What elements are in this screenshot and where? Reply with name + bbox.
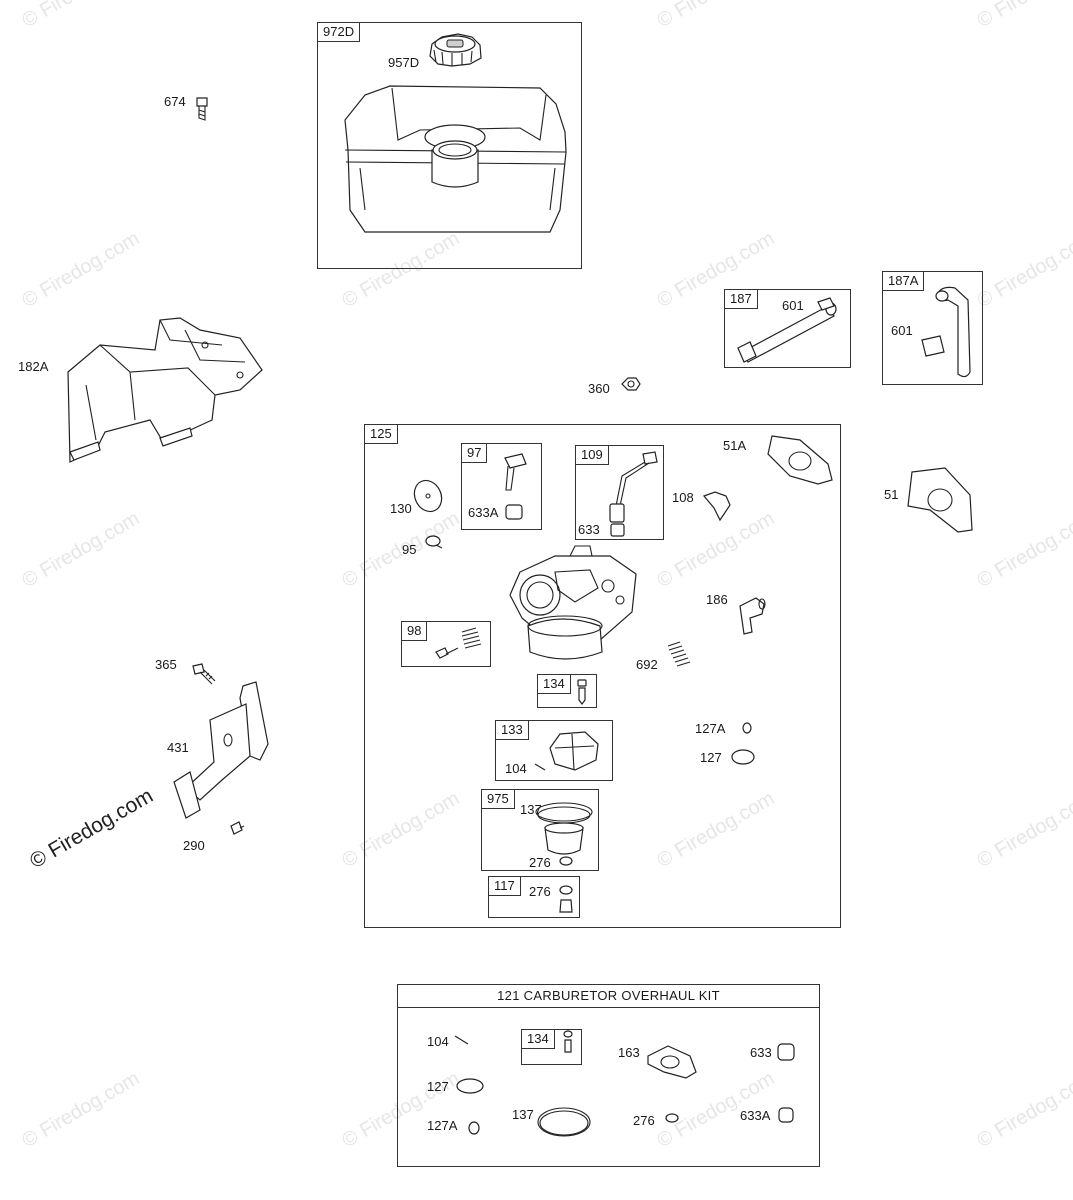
fuel-line-alt-drawing — [921, 286, 971, 378]
box-tag-125: 125 — [364, 424, 398, 444]
box-fuel-line: 187 — [724, 289, 851, 368]
box-133: 133 — [495, 720, 613, 781]
screw-95-drawing — [425, 535, 443, 549]
label-276-117: 276 — [529, 884, 551, 899]
fuel-tank-drawing — [344, 85, 567, 233]
box-tag-98: 98 — [401, 621, 428, 641]
box-tag-kit-134: 134 — [521, 1029, 555, 1049]
kit-title: 121 CARBURETOR OVERHAUL KIT — [398, 985, 819, 1008]
kit-633-drawing — [777, 1043, 795, 1061]
part-108-drawing — [702, 491, 731, 522]
kit-163-drawing — [647, 1045, 697, 1079]
box-tag-109: 109 — [575, 445, 609, 465]
kit-633A-drawing — [778, 1107, 794, 1123]
box-109: 109 — [575, 445, 664, 540]
box-kit-134: 134 — [521, 1029, 582, 1065]
label-130: 130 — [390, 501, 412, 516]
label-108: 108 — [672, 490, 694, 505]
label-51: 51 — [884, 487, 899, 502]
carburetor-body-drawing — [509, 545, 637, 660]
kit-134-drawing — [563, 1030, 573, 1053]
box-98: 98 — [401, 621, 491, 667]
kit-label-137: 137 — [512, 1107, 534, 1122]
fitting-186-drawing — [739, 597, 766, 635]
part-134-drawing — [577, 679, 587, 705]
screw-365-drawing — [192, 663, 216, 685]
box-carburetor: 125 — [364, 424, 841, 928]
kit-137-drawing — [537, 1107, 591, 1137]
spring-692-drawing — [667, 641, 691, 667]
box-tag-133: 133 — [495, 720, 529, 740]
label-182A: 182A — [18, 359, 49, 374]
kit-label-633: 633 — [750, 1045, 772, 1060]
label-601-187A: 601 — [891, 323, 913, 338]
box-fuel-line-alt: 187A — [882, 271, 983, 385]
gasket-51-drawing — [907, 467, 973, 533]
label-957D: 957D — [388, 55, 420, 70]
box-tag-972D: 972D — [317, 22, 361, 42]
label-104: 104 — [505, 761, 527, 776]
box-overhaul-kit: 121 CARBURETOR OVERHAUL KIT — [397, 984, 820, 1167]
label-633: 633 — [578, 522, 600, 537]
fuel-line-drawing — [737, 297, 837, 363]
kit-label-127: 127 — [427, 1079, 449, 1094]
intake-431-drawing — [173, 681, 269, 819]
part-117-drawing — [559, 885, 573, 913]
label-51A: 51A — [723, 438, 747, 453]
kit-label-127A: 127A — [427, 1118, 458, 1133]
label-276-975: 276 — [529, 855, 551, 870]
kit-label-163: 163 — [618, 1045, 640, 1060]
box-tag-97: 97 — [461, 443, 488, 463]
gasket-51A-drawing — [767, 435, 833, 485]
fuel-cap-drawing — [429, 33, 482, 67]
label-95: 95 — [402, 542, 417, 557]
part-975-drawing — [535, 802, 593, 866]
part-98-drawing — [435, 627, 482, 659]
part-97-drawing — [504, 453, 527, 520]
part-127-drawing — [731, 722, 755, 765]
screw-674-drawing — [196, 97, 208, 121]
box-134: 134 — [537, 674, 597, 708]
box-975: 975 — [481, 789, 599, 871]
kit-label-276: 276 — [633, 1113, 655, 1128]
label-127: 127 — [700, 750, 722, 765]
kit-104-drawing — [454, 1035, 469, 1045]
box-tag-975: 975 — [481, 789, 515, 809]
kit-127-drawing — [456, 1078, 484, 1094]
label-633A: 633A — [468, 505, 499, 520]
kit-127A-drawing — [468, 1121, 480, 1135]
kit-label-104: 104 — [427, 1034, 449, 1049]
box-fuel-tank: 972D — [317, 22, 582, 269]
screw-290-drawing — [230, 821, 245, 835]
kit-276-drawing — [665, 1113, 679, 1123]
kit-label-633A: 633A — [740, 1108, 771, 1123]
bracket-182A-drawing — [67, 317, 263, 463]
nut-360-drawing — [621, 377, 641, 391]
box-97: 97 — [461, 443, 542, 530]
box-tag-187A: 187A — [882, 271, 925, 291]
label-360: 360 — [588, 381, 610, 396]
label-137: 137 — [520, 802, 542, 817]
label-127A: 127A — [695, 721, 726, 736]
part-109-drawing — [609, 451, 658, 537]
plate-130-drawing — [413, 479, 443, 513]
label-601-187: 601 — [782, 298, 804, 313]
label-365: 365 — [155, 657, 177, 672]
box-tag-117: 117 — [488, 876, 521, 896]
box-117: 117 — [488, 876, 580, 918]
label-431: 431 — [167, 740, 189, 755]
label-692: 692 — [636, 657, 658, 672]
part-133-drawing — [534, 731, 599, 771]
box-tag-134: 134 — [537, 674, 571, 694]
label-674: 674 — [164, 94, 186, 109]
label-186: 186 — [706, 592, 728, 607]
box-tag-187: 187 — [724, 289, 758, 309]
label-290: 290 — [183, 838, 205, 853]
